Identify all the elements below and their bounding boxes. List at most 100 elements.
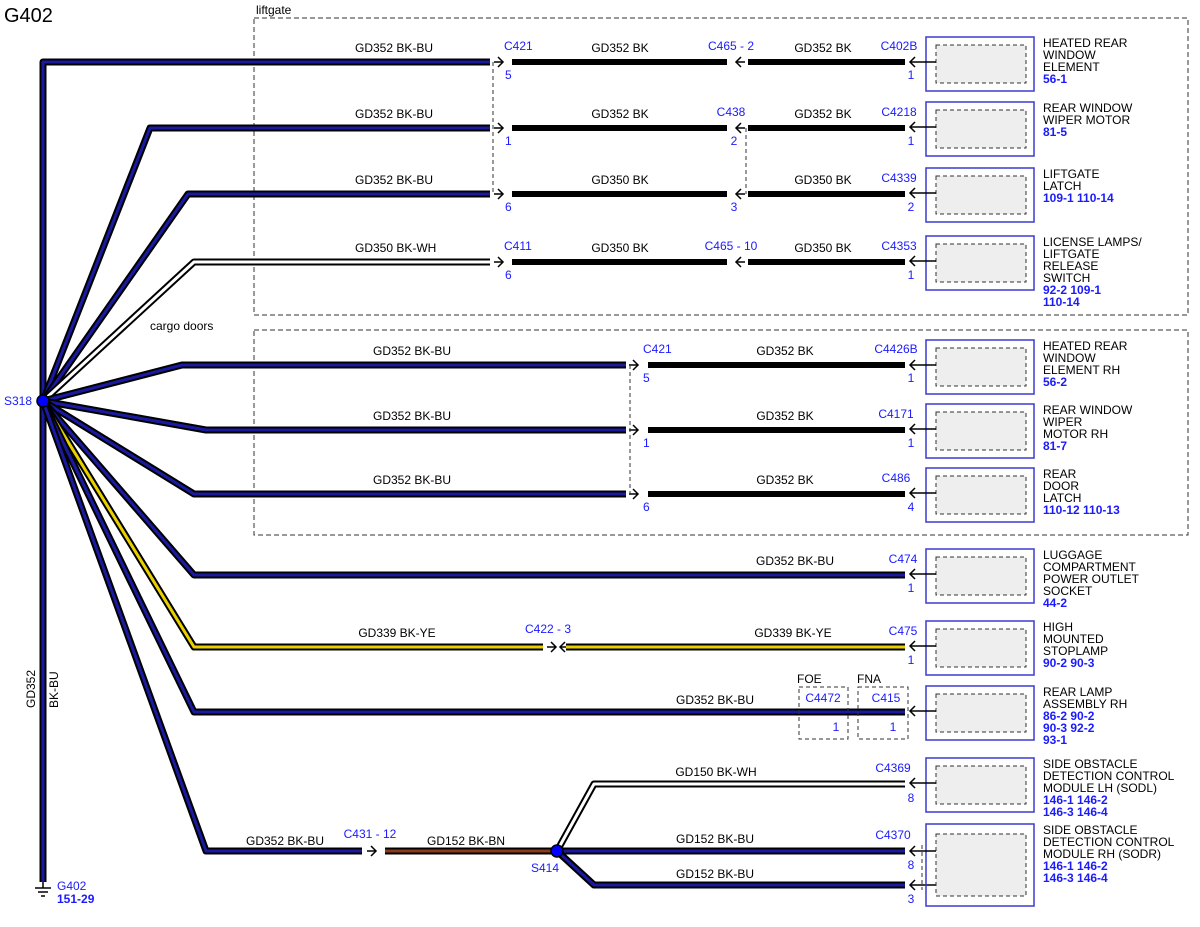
fan-wire <box>39 124 490 403</box>
connector-id: C421 <box>504 39 533 53</box>
component-ref: 86-2 90-2 <box>1043 709 1095 723</box>
wire-label: GD350 BK <box>591 173 648 187</box>
wire-label: GD352 BK <box>756 473 813 487</box>
ground-id: G402 <box>57 879 87 893</box>
connector-id: C474 <box>889 552 918 566</box>
component-label: RELEASE <box>1043 259 1098 273</box>
fan-wire <box>39 399 362 855</box>
component-label: ASSEMBLY RH <box>1043 697 1127 711</box>
fan-wire <box>40 399 543 651</box>
fan-wire <box>39 399 905 716</box>
splice-s414-label: S414 <box>531 861 559 875</box>
wire-label: GD352 BK <box>794 107 851 121</box>
component-box <box>925 339 1035 395</box>
connector-id: C415 <box>872 691 901 705</box>
wire-segment <box>553 780 905 853</box>
connector-id: C411 <box>504 239 532 253</box>
cargo-doors-region-label: cargo doors <box>150 319 213 333</box>
fan-wire <box>40 258 490 404</box>
component-inner <box>935 693 1027 733</box>
connector-pin: 1 <box>908 371 915 385</box>
connector-pin: 8 <box>908 791 915 805</box>
wire-label: GD152 BK-BU <box>676 867 754 881</box>
connector-pin: 1 <box>908 653 915 667</box>
component-label: HEATED REAR <box>1043 36 1128 50</box>
component-inner <box>935 765 1027 805</box>
option-label: FOE <box>797 672 822 686</box>
wire-segment <box>554 848 905 889</box>
component-ref: 56-1 <box>1043 72 1067 86</box>
component-label: COMPARTMENT <box>1043 560 1137 574</box>
component-inner <box>935 347 1027 387</box>
connector-id: C4353 <box>881 239 917 253</box>
fan-wire <box>40 398 905 579</box>
component-label: SIDE OBSTACLE <box>1043 823 1137 837</box>
connector-pin: 2 <box>731 134 738 148</box>
component-label: LUGGAGE <box>1043 548 1102 562</box>
connector-id: C4472 <box>805 691 841 705</box>
component-label: LIFTGATE <box>1043 167 1099 181</box>
component-ref: 81-7 <box>1043 439 1067 453</box>
component-box <box>925 235 1035 291</box>
component-label: SWITCH <box>1043 271 1090 285</box>
connector-id: C486 <box>882 471 911 485</box>
connector-pin: 6 <box>505 200 512 214</box>
fan-wires <box>39 58 905 855</box>
wire-label: GD152 BK-BU <box>676 832 754 846</box>
component-label: ELEMENT <box>1043 60 1100 74</box>
page-title: G402 <box>4 5 53 27</box>
wire-label: GD152 BK-BN <box>427 834 505 848</box>
wire-label: GD150 BK-WH <box>675 765 756 779</box>
wire-label: GD352 BK-BU <box>355 41 433 55</box>
connector-pin: 5 <box>643 371 650 385</box>
component-label: DETECTION CONTROL <box>1043 835 1175 849</box>
option-box-foe <box>798 686 849 740</box>
component-label: DOOR <box>1043 479 1079 493</box>
component-label: STOPLAMP <box>1043 644 1108 658</box>
option-label: FNA <box>857 672 881 686</box>
wire-label: GD352 BK <box>591 41 648 55</box>
wire-label: GD350 BK <box>591 241 648 255</box>
component-ref: 44-2 <box>1043 596 1067 610</box>
component-ref: 146-1 146-2 <box>1043 859 1108 873</box>
wire-label: GD350 BK <box>794 241 851 255</box>
component-box <box>925 101 1035 157</box>
component-label: WINDOW <box>1043 48 1096 62</box>
component-label: SOCKET <box>1043 584 1093 598</box>
connector-pin: 1 <box>643 436 650 450</box>
wire-label: GD352 BK <box>756 344 813 358</box>
component-ref: 109-1 110-14 <box>1043 191 1114 205</box>
component-label: LATCH <box>1043 491 1081 505</box>
component-box <box>925 167 1035 223</box>
connector-id: C402B <box>881 39 918 53</box>
trunk-color-label: BK-BU <box>47 671 61 708</box>
connector-pin: 2 <box>908 200 915 214</box>
liftgate-region-label: liftgate <box>256 3 292 17</box>
wire-label: GD352 BK-BU <box>373 473 451 487</box>
splice-s318 <box>36 394 50 408</box>
connector-pin: 1 <box>890 720 897 734</box>
component-box <box>925 685 1035 741</box>
component-label: MOUNTED <box>1043 632 1104 646</box>
wire-label: GD352 BK <box>794 41 851 55</box>
wire-label: GD352 BK-BU <box>246 834 324 848</box>
connector-id: C4426B <box>874 342 917 356</box>
wire-label: GD339 BK-YE <box>358 626 435 640</box>
connector-pin: 8 <box>908 858 915 872</box>
component-ref: 110-12 110-13 <box>1043 503 1120 517</box>
component-label: LIFTGATE <box>1043 247 1099 261</box>
component-inner <box>935 475 1027 515</box>
connector-id: C465 - 2 <box>708 39 754 53</box>
component-box <box>925 403 1035 459</box>
splice-s318-label: S318 <box>4 394 32 408</box>
ground-ref: 151-29 <box>57 892 95 906</box>
component-label: POWER OUTLET <box>1043 572 1140 586</box>
connector-pin: 1 <box>908 436 915 450</box>
connector-id: C4218 <box>881 105 917 119</box>
connector-pin: 6 <box>505 268 512 282</box>
component-ref: 146-3 146-4 <box>1043 871 1108 885</box>
connector-id: C4339 <box>881 171 917 185</box>
cargo-doors-region <box>253 329 1189 536</box>
